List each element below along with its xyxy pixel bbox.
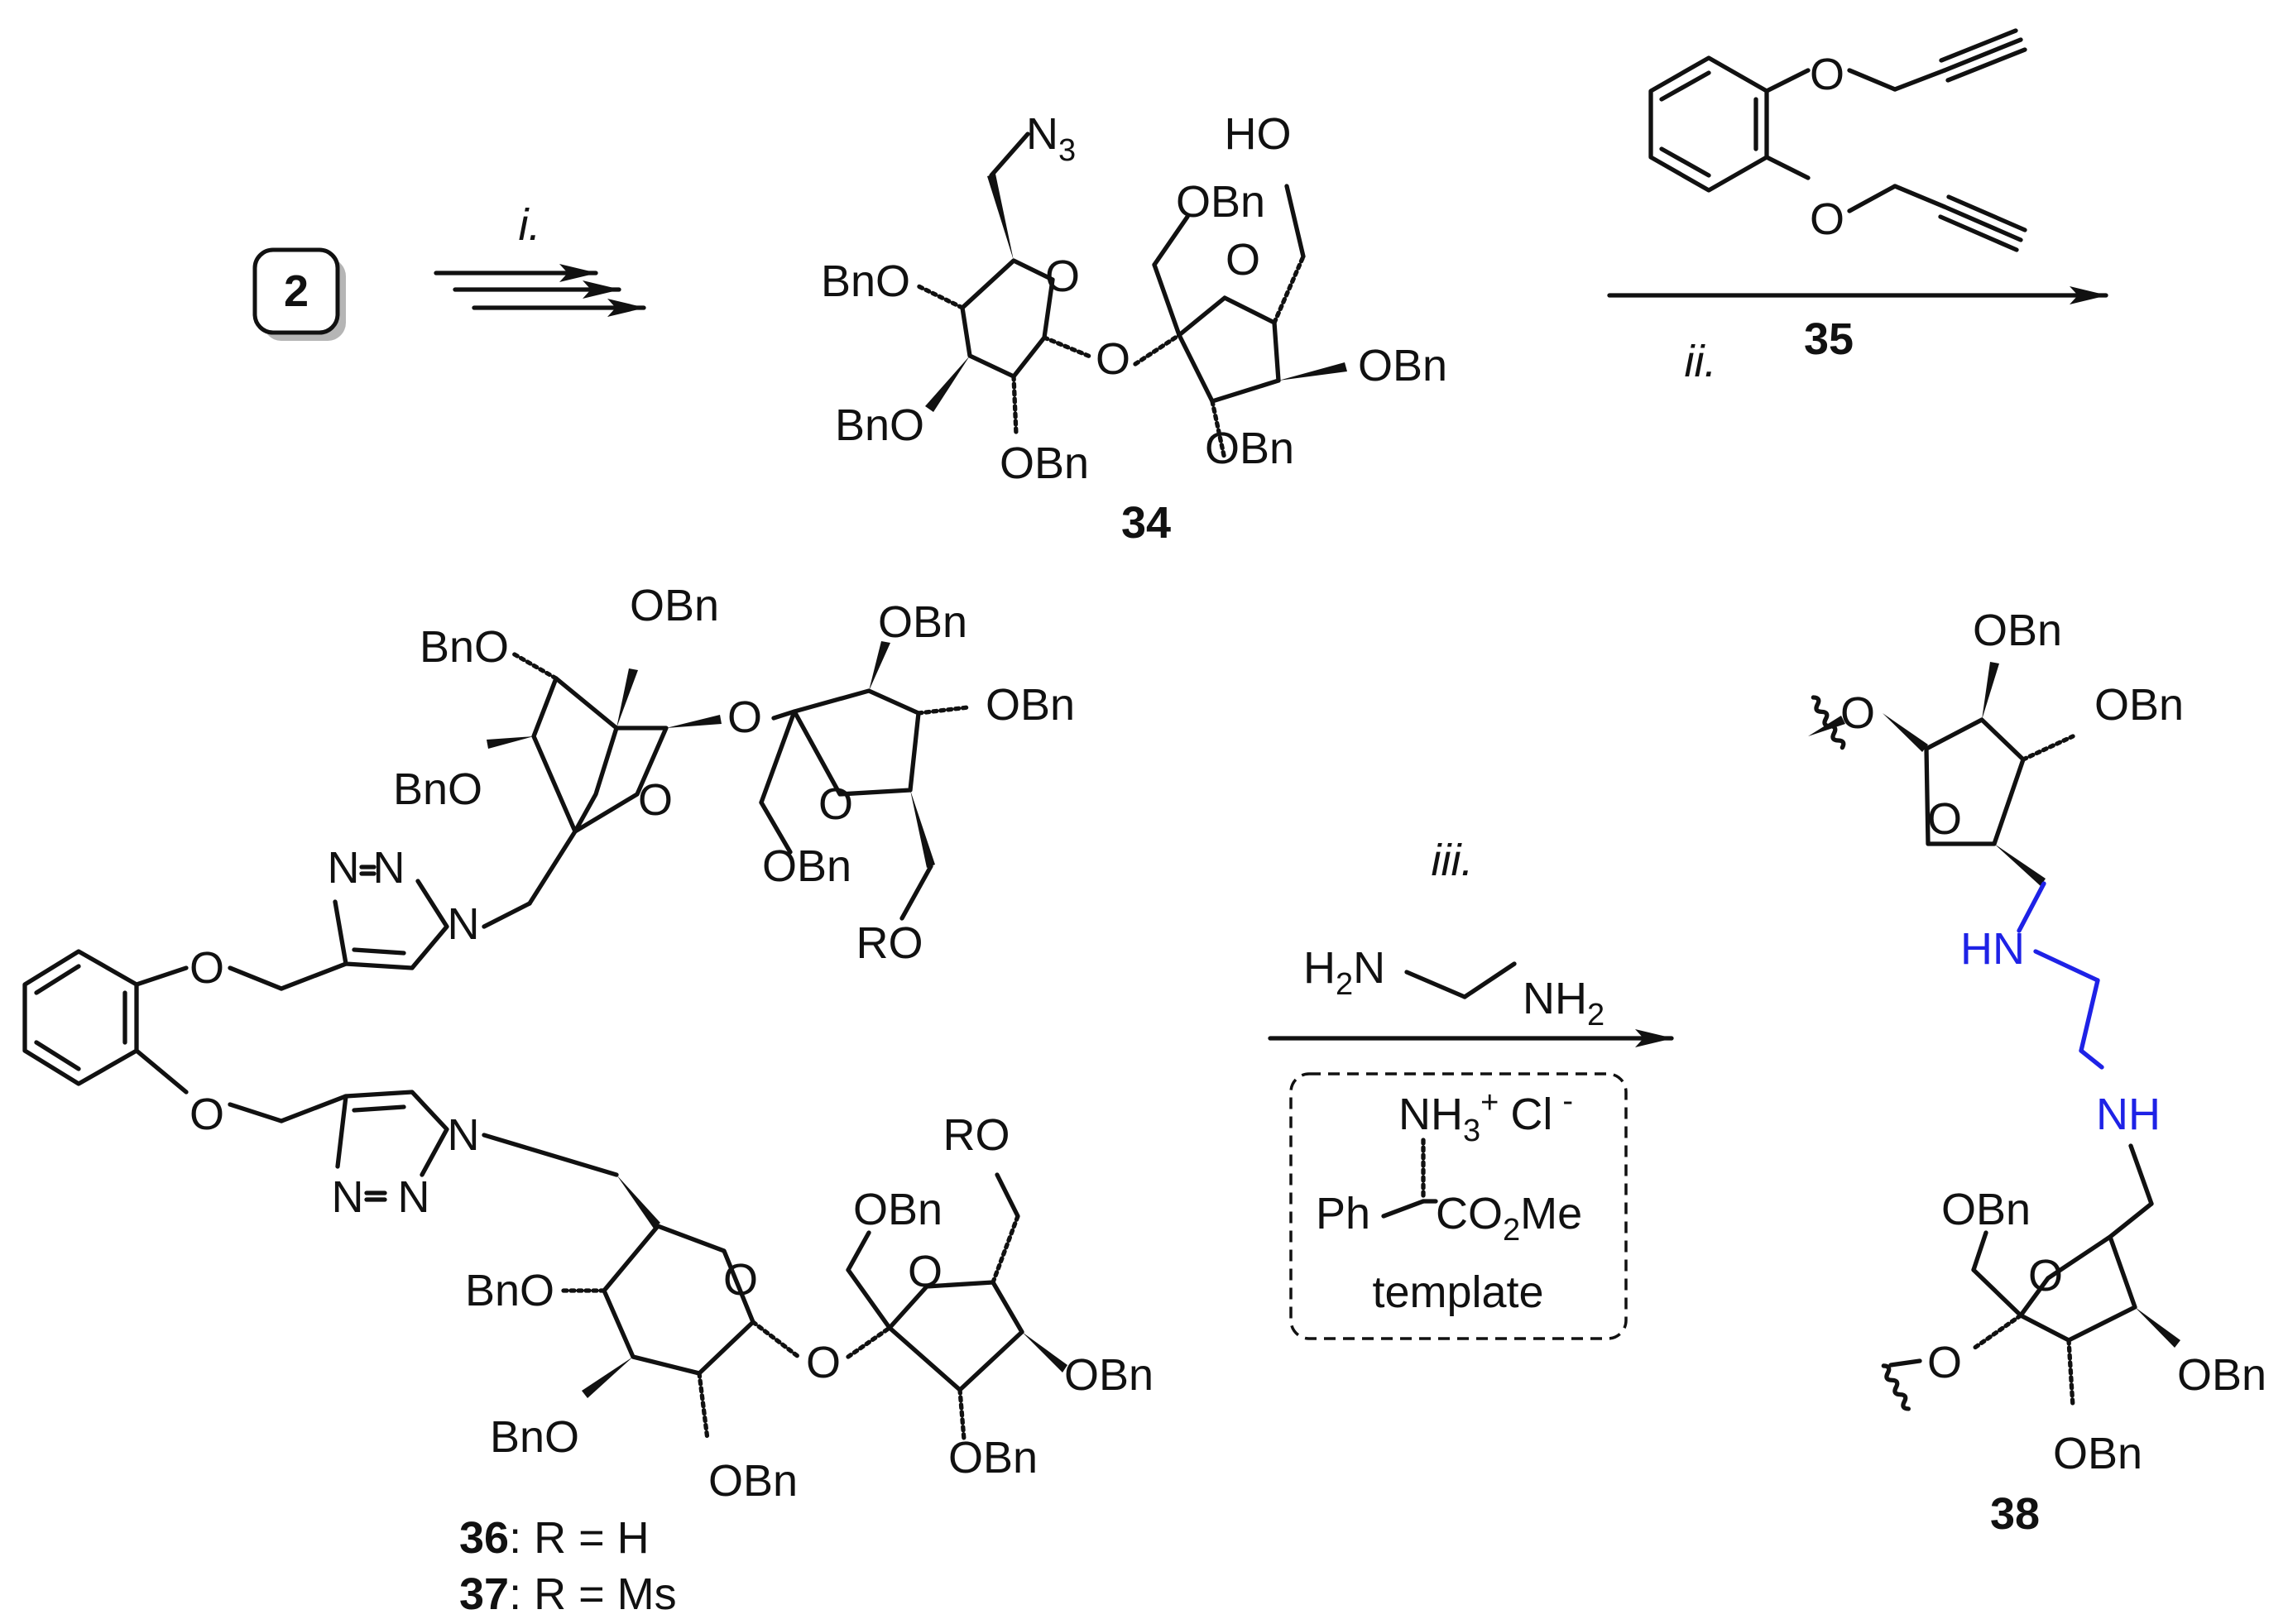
azide-group: N3 — [1026, 109, 1076, 168]
upper-obn-3prime: OBn — [878, 597, 967, 647]
product-lower-obn-3: OBn — [2053, 1429, 2142, 1478]
triazole-n-upper-1: N — [328, 843, 360, 893]
ring-oxygen: O — [1045, 252, 1080, 301]
upper-obn-1prime: OBn — [762, 841, 851, 891]
ethylenediamine-h2n: H2N — [1303, 943, 1385, 1002]
hydroxy-group: HO — [1225, 109, 1292, 159]
ethylenediamine-nh2: NH2 — [1523, 974, 1604, 1032]
triazole-n-lower-2: N — [398, 1172, 430, 1222]
step-i-label: i. — [519, 200, 541, 250]
product-nh-group: NH — [2096, 1090, 2161, 1139]
lower-furanose-oxygen: O — [908, 1247, 943, 1296]
furanose-oxygen: O — [1226, 235, 1260, 285]
template-ammonium: NH3+Cl- — [1398, 1084, 1573, 1148]
lower-obn-3prime: OBn — [948, 1433, 1038, 1483]
product-upper-furanose-o: O — [1927, 794, 1962, 844]
compound-36-37: O O N N N N N N O BnO BnO OBn O — [22, 581, 1154, 1619]
triazole-n-lower-3: N — [448, 1110, 480, 1160]
upper-ro-group: RO — [856, 918, 923, 968]
product-lower-obn-4: OBn — [2177, 1350, 2266, 1400]
product-hn-group: HN — [1960, 924, 2025, 974]
obn-4prime: OBn — [1358, 341, 1447, 390]
lower-bno-4: BnO — [465, 1266, 554, 1315]
product-lower-obn-1: OBn — [1941, 1185, 2031, 1234]
obn-3prime: OBn — [1205, 424, 1294, 473]
product-lower-furanose-o: O — [2028, 1251, 2063, 1301]
upper-glycosidic-o: O — [727, 692, 762, 742]
glycosidic-oxygen: O — [1096, 334, 1130, 384]
compound-35-label: 35 — [1804, 314, 1854, 364]
compound-34-label: 34 — [1121, 498, 1171, 548]
lower-ro-group: RO — [943, 1110, 1010, 1160]
lower-obn-1prime: OBn — [853, 1185, 943, 1234]
upper-pyranose-oxygen: O — [638, 775, 673, 825]
step-iii-label: iii. — [1432, 836, 1474, 885]
ether-oxygen-2: O — [1810, 194, 1844, 244]
arrow-step-iii: iii. H2N NH2 NH3+Cl- Ph CO2Me template — [1268, 836, 1674, 1340]
product-upper-obn-2: OBn — [1973, 606, 2062, 655]
lower-obn-2: OBn — [708, 1456, 798, 1506]
ether-oxygen-1: O — [1810, 50, 1844, 99]
compound-38-label: 38 — [1990, 1489, 2040, 1539]
obn-1prime: OBn — [1176, 177, 1265, 227]
lower-obn-4prime: OBn — [1064, 1350, 1154, 1400]
arrow-step-i: i. — [434, 200, 646, 317]
compound-35: O O 35 — [1648, 28, 2027, 364]
triazole-n-lower-1: N — [332, 1172, 364, 1222]
template-box — [1289, 1072, 1628, 1340]
template-label: template — [1372, 1267, 1543, 1317]
aryl-oxygen-upper: O — [189, 943, 224, 993]
upper-bno-4: BnO — [420, 622, 509, 672]
lower-glycosidic-o: O — [806, 1338, 841, 1387]
compound-38: O O OBn OBn HN NH O OBn O OBn OBn 38 — [1808, 606, 2266, 1539]
template-ester: CO2Me — [1436, 1189, 1582, 1248]
arrow-step-ii: ii. — [1607, 286, 2108, 386]
lower-pyranose-oxygen: O — [723, 1255, 758, 1305]
triazole-n-upper-2: N — [373, 843, 405, 893]
step-ii-label: ii. — [1685, 337, 1717, 386]
lower-bno-3: BnO — [490, 1412, 579, 1462]
bno-3: BnO — [835, 400, 924, 450]
compound-37-label: 37: R = Ms — [459, 1569, 677, 1619]
aryl-oxygen-lower: O — [189, 1090, 224, 1139]
compound-2-box: 2 — [252, 247, 346, 341]
product-upper-glycosidic-o: O — [1840, 688, 1875, 738]
triazole-n-upper-3: N — [448, 899, 480, 949]
compound-36-label: 36: R = H — [459, 1513, 650, 1563]
upper-furanose-oxygen: O — [818, 779, 853, 829]
compound-2-label: 2 — [284, 266, 309, 316]
upper-bno-3: BnO — [393, 764, 482, 814]
obn-2: OBn — [1000, 438, 1089, 488]
upper-obn-4prime: OBn — [986, 680, 1075, 730]
upper-obn-2: OBn — [630, 581, 719, 630]
product-lower-glycosidic-o: O — [1927, 1338, 1962, 1387]
template-phenyl: Ph — [1316, 1189, 1370, 1238]
compound-34: N3 O BnO BnO OBn O O OBn HO OBn OBn 34 — [821, 109, 1447, 548]
product-upper-obn-3: OBn — [2094, 680, 2184, 730]
bno-4: BnO — [821, 256, 910, 306]
